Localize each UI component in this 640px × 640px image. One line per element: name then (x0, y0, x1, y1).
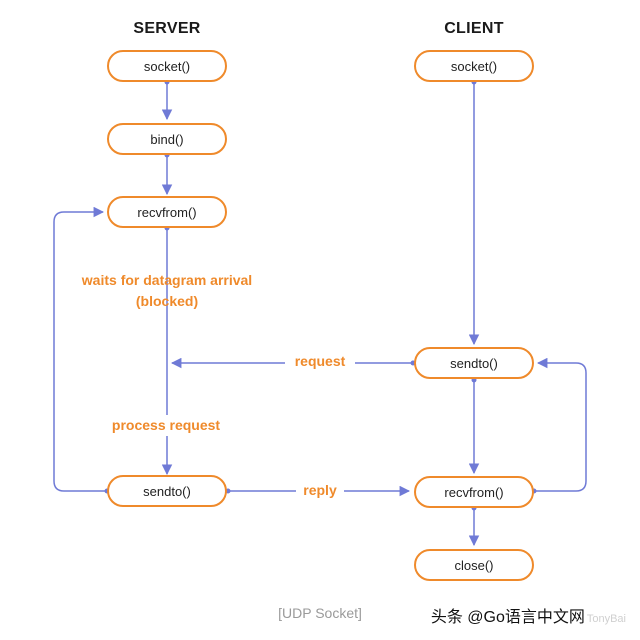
figure-caption: [UDP Socket] (278, 605, 362, 621)
arrow-client-loop (534, 357, 587, 492)
client-sendto-node: sendto() (414, 347, 534, 379)
arrow-server-loop (53, 206, 107, 492)
server-bind-node: bind() (107, 123, 227, 155)
server-heading: SERVER (133, 20, 201, 37)
server-sendto-node: sendto() (107, 475, 227, 507)
client-close-node: close() (414, 549, 534, 581)
server-socket-node: socket() (107, 50, 227, 82)
request-label: request (285, 351, 355, 372)
reply-label: reply (296, 480, 344, 501)
server-recvfrom-node: recvfrom() (107, 196, 227, 228)
watermark-text: 头条 @Go语言中文网 (430, 609, 585, 626)
waits-label: waits for datagram arrival (blocked) (66, 270, 268, 312)
client-socket-node: socket() (414, 50, 534, 82)
client-heading: CLIENT (444, 20, 504, 37)
watermark-faint: TonyBai (586, 613, 626, 625)
waits-label-line1: waits for datagram arrival (81, 272, 253, 288)
client-recvfrom-node: recvfrom() (414, 476, 534, 508)
waits-label-line2: (blocked) (135, 293, 199, 309)
process-label: process request (96, 415, 236, 436)
